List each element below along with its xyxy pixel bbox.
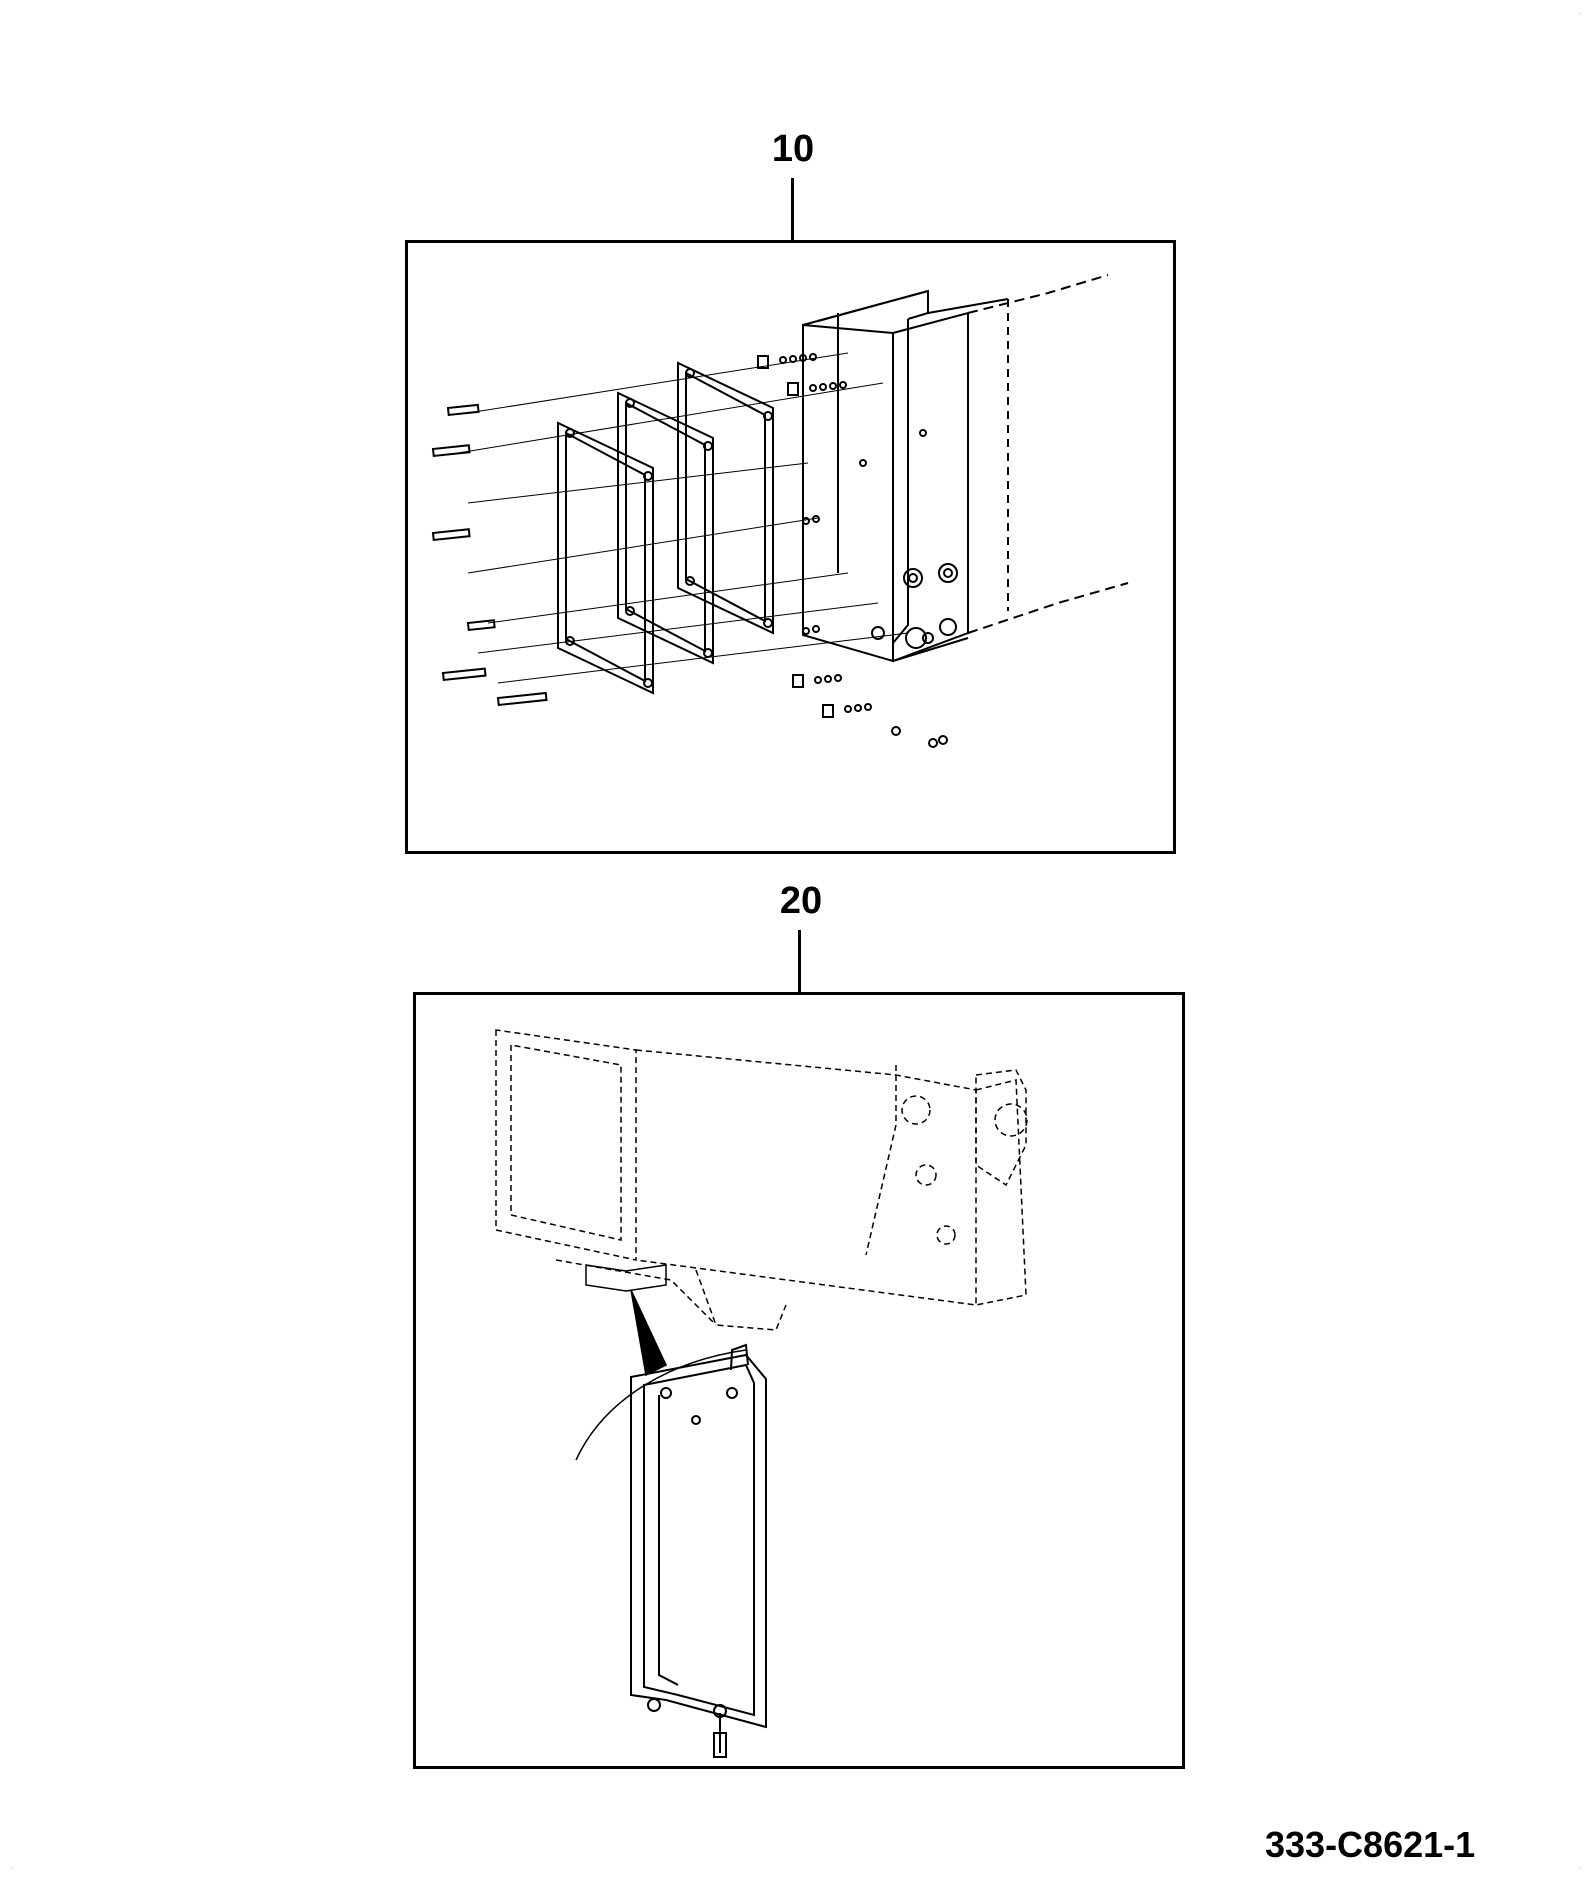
callout-20: 20	[779, 880, 823, 922]
frame-housing	[802, 274, 1129, 663]
corner-mark-top-right: .	[1578, 6, 1581, 17]
assembly-centre-lines	[457, 352, 909, 684]
leader-line-10	[791, 178, 794, 242]
shim-plate-2	[617, 391, 714, 665]
corner-mark-bottom-right: .	[1578, 1860, 1581, 1871]
detail-panel-10	[405, 240, 1176, 854]
boom-outline	[495, 1029, 1028, 1331]
boom-pivot-lug	[975, 1069, 1027, 1187]
bolts-left	[431, 403, 548, 707]
leader-line-20	[798, 930, 801, 994]
shim-plate-1	[557, 421, 654, 695]
shim-assembly-drawing	[431, 274, 1129, 748]
corner-mark-bottom-left: .	[10, 1860, 13, 1871]
boom-and-cover-drawing	[495, 1029, 1028, 1758]
shim-plate-3	[677, 361, 774, 635]
callout-10: 10	[771, 128, 815, 170]
cover-mounting-block	[585, 1264, 667, 1292]
detail-panel-20	[413, 992, 1185, 1769]
washers-and-spacers	[757, 353, 948, 748]
cover-plate	[630, 1343, 767, 1758]
drawing-number: 333-C8621-1	[1265, 1824, 1476, 1865]
detail-pointer	[630, 1289, 667, 1377]
